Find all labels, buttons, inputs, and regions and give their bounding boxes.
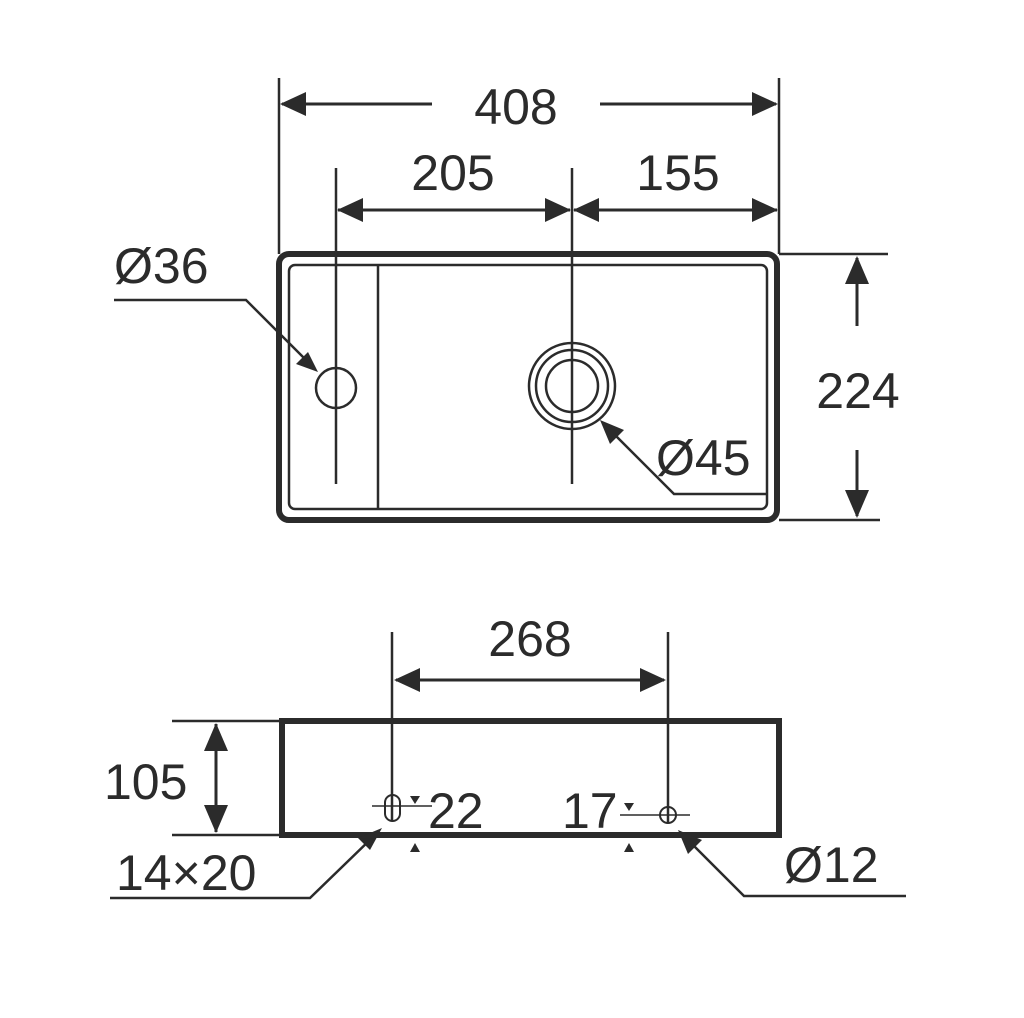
arrowhead-left [394,668,420,692]
dim-overall-width: 408 [474,79,557,135]
label-hole-diameter: Ø12 [784,837,879,893]
leader-tap-hole [114,298,313,367]
arrowhead-up [845,256,869,284]
arrowhead-right [752,92,778,116]
arrowhead-down [845,490,869,518]
dim-drain-to-right-edge: 155 [636,145,719,201]
dim-left-hole-to-drain: 205 [411,145,494,201]
side-view: 268 105 22 17 14×20 Ø12 [104,611,906,901]
dim-hole-offset: 17 [562,783,618,839]
basin-inner-outline [287,263,769,511]
arrowhead-left [573,198,599,222]
label-drain-diameter: Ø45 [656,430,751,486]
marker-triangle [410,796,420,804]
leader-hole [685,837,906,898]
arrowhead-left [337,198,363,222]
leader-drain [605,425,766,496]
label-slot-size: 14×20 [116,845,256,901]
leader-slot [110,835,375,900]
arrowhead-leader [296,352,318,372]
marker-triangle [624,843,634,852]
label-tap-hole-diameter: Ø36 [114,238,209,294]
arrowhead-right [545,198,571,222]
basin-side-outline [279,718,782,838]
arrowhead-leader [600,420,624,444]
dim-slot-offset: 22 [428,783,484,839]
basin-outer-outline [276,251,780,523]
arrowhead-up [204,723,228,751]
marker-triangle [624,803,634,811]
mounting-slot [384,794,401,822]
arrowhead-leader [678,830,702,854]
marker-triangle [410,843,420,852]
arrowhead-left [280,92,306,116]
dim-height: 105 [104,754,187,810]
arrowhead-right [752,198,778,222]
arrowhead-right [640,668,666,692]
arrowhead-down [204,805,228,833]
dim-depth: 224 [816,363,899,419]
dim-bracket-spacing: 268 [488,611,571,667]
arrowhead-leader [358,828,382,850]
top-view: 408 205 155 224 Ø36 Ø45 [114,78,900,523]
